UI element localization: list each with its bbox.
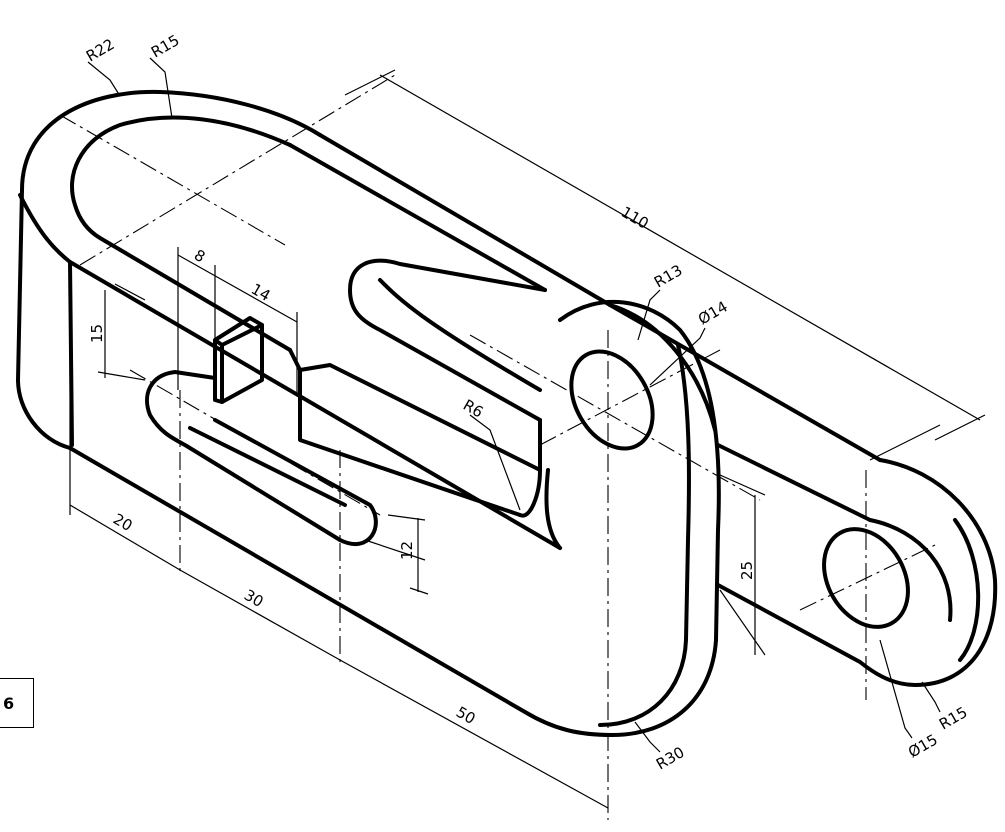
dim-r22: R22 — [83, 35, 118, 65]
figure-number-box: 6 — [0, 678, 34, 728]
dim-12: 12 — [398, 541, 416, 560]
figure-number: 6 — [3, 693, 15, 713]
dim-r30: R30 — [653, 743, 688, 773]
dim-15: 15 — [88, 324, 106, 343]
dim-r15-right: R15 — [936, 703, 971, 733]
dim-r6: R6 — [460, 396, 486, 422]
dim-14: 14 — [248, 280, 274, 305]
dim-dia14: Ø14 — [695, 297, 731, 328]
dim-r15-top: R15 — [148, 31, 183, 61]
dim-25: 25 — [738, 561, 756, 580]
dim-30: 30 — [241, 586, 267, 611]
centerlines — [59, 74, 936, 820]
dim-r13: R13 — [651, 261, 686, 291]
dimension-lines — [69, 57, 986, 809]
part-outline — [16, 89, 998, 737]
